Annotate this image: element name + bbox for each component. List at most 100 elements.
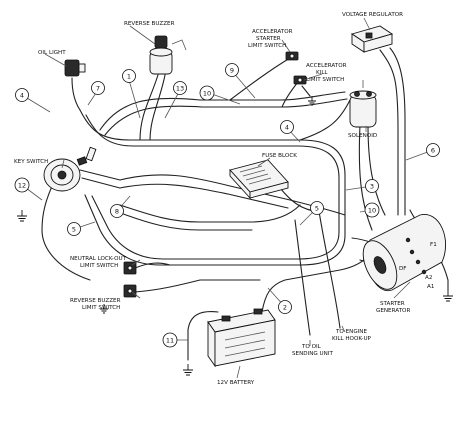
wire-keyswitch-right-2 xyxy=(81,177,121,189)
wire-number-label: 10 xyxy=(368,207,376,215)
wire-number-4b: 4 xyxy=(280,120,294,134)
engine-kill-label-2: KILL HOOK-UP xyxy=(332,336,372,342)
wire-number-label: 1 xyxy=(127,73,131,81)
wire-keyswitch-left xyxy=(41,179,91,281)
wire-accel-kill xyxy=(281,81,299,108)
oil-light-label: OIL LIGHT xyxy=(38,50,66,56)
battery-label: 12V BATTERY xyxy=(217,380,255,386)
wire-accel-starter xyxy=(229,57,291,101)
wire-oil-light xyxy=(71,77,81,111)
starter-generator-label-2: GENERATOR xyxy=(376,308,410,314)
accel-kill-label-1: ACCELERATOR xyxy=(306,63,347,69)
terminal-a2-label: A2 xyxy=(425,275,432,281)
harness-lower-run xyxy=(119,204,301,223)
wire-solenoid-down xyxy=(367,124,386,216)
wire-keyswitch-right xyxy=(79,169,121,181)
wire-number-9: 9 xyxy=(225,63,239,77)
harness-upper-run-2 xyxy=(104,98,348,136)
wire-number-label: 5 xyxy=(72,226,76,234)
wire-number-label: 11 xyxy=(166,337,174,345)
generator-terminal-labels: F1 DF A2 A1 xyxy=(399,242,437,290)
wire-number-4: 4 xyxy=(15,88,29,102)
wire-number-label: 5 xyxy=(315,205,319,213)
wire-number-label: 7 xyxy=(96,85,100,93)
reverse-buzzer-label: REVERSE BUZZER xyxy=(124,21,175,27)
wire-number-label: 6 xyxy=(431,147,435,155)
wire-neutral-switch xyxy=(134,262,171,269)
wire-number-bubbles: 1 13 7 4 9 10 6 3 10 8 12 5 5 2 11 4 xyxy=(14,63,440,348)
wire-number-6: 6 xyxy=(426,143,440,157)
oil-sending-label-2: SENDING UNIT xyxy=(292,351,333,357)
ground-symbols xyxy=(17,96,453,376)
wire-engine-kill xyxy=(317,204,341,329)
wire-number-5: 5 xyxy=(310,201,324,215)
wire-number-label: 3 xyxy=(370,183,374,191)
wire-battery-neg xyxy=(187,311,219,361)
component-labels: REVERSE BUZZER OIL LIGHT VOLTAGE REGULAT… xyxy=(14,12,410,386)
fuse-block-icon xyxy=(229,159,289,200)
wire-number-11: 11 xyxy=(162,332,178,348)
harness-center-cross xyxy=(119,174,346,216)
wire-number-10: 10 xyxy=(199,85,215,101)
terminal-f1-label: F1 xyxy=(430,242,437,248)
engine-kill-label-1: TO ENGINE xyxy=(335,329,367,335)
harness-lower-run-2 xyxy=(117,211,253,231)
ground-icon xyxy=(443,290,453,302)
starter-generator-icon xyxy=(362,214,447,292)
wire-number-3: 3 xyxy=(365,179,379,193)
wire-number-13: 13 xyxy=(173,81,187,95)
wire-reverse-switch xyxy=(134,279,261,293)
neutral-lockout-label-2: LIMIT SWITCH xyxy=(80,263,118,269)
wire-regulator-right xyxy=(379,49,399,216)
wire-number-label: 2 xyxy=(283,304,287,312)
terminal-df-label: DF xyxy=(399,266,407,272)
wire-number-label: 8 xyxy=(115,208,119,216)
wire-regulator-down xyxy=(389,47,406,216)
wire-solenoid-down-2 xyxy=(358,124,373,231)
harness-upper-run xyxy=(99,91,346,131)
reverse-buzzer-switch-label-1: REVERSE BUZZER xyxy=(70,298,121,304)
wire-number-8: 8 xyxy=(110,204,124,218)
voltage-regulator-label: VOLTAGE REGULATOR xyxy=(342,12,403,18)
wire-number-label: 10 xyxy=(203,90,211,98)
fuse-block-label: FUSE BLOCK xyxy=(262,153,297,159)
accel-starter-label-3: LIMIT SWITCH xyxy=(248,43,286,49)
key-switch-label: KEY SWITCH xyxy=(14,159,48,165)
wire-buzzer-drop xyxy=(139,74,159,141)
harness-center-cross-2 xyxy=(119,183,289,209)
wire-number-5b: 5 xyxy=(67,222,81,236)
accel-starter-label-2: STARTER xyxy=(256,36,281,42)
accelerator-kill-switch-icon xyxy=(293,75,307,85)
ground-icon xyxy=(183,364,193,376)
accel-kill-label-2: KILL xyxy=(316,70,328,76)
neutral-lockout-label-1: NEUTRAL LOCK-OUT xyxy=(70,256,127,262)
wire-number-1: 1 xyxy=(122,69,136,83)
reverse-buzzer-icon xyxy=(149,35,187,75)
solenoid-label: SOLENOID xyxy=(348,133,377,139)
solenoid-icon xyxy=(349,80,377,128)
wire-number-label: 12 xyxy=(18,182,26,190)
terminal-a1-label: A1 xyxy=(427,284,435,290)
key-switch-icon xyxy=(43,146,97,192)
wire-number-label: 9 xyxy=(230,67,234,75)
harness-main-loop-2 xyxy=(85,114,340,260)
wire-number-label: 4 xyxy=(20,92,24,100)
accel-kill-label-3: LIMIT SWITCH xyxy=(306,77,344,83)
voltage-regulator-icon xyxy=(350,25,394,53)
wire-number-label: 13 xyxy=(176,85,184,93)
reverse-buzzer-switch-label-2: LIMIT SWITCH xyxy=(82,305,120,311)
accelerator-starter-switch-icon xyxy=(285,51,299,61)
wire-buzzer-drop-2 xyxy=(149,74,166,141)
wire-number-2: 2 xyxy=(278,300,292,314)
ground-icon xyxy=(308,96,316,106)
wire-number-label: 4 xyxy=(285,124,289,132)
oil-sending-label-1: TO OIL xyxy=(301,344,322,350)
battery-icon xyxy=(207,308,276,368)
harness-main-loop xyxy=(79,109,346,266)
oil-light-icon xyxy=(64,59,86,77)
wire-solenoid-left xyxy=(299,99,351,141)
wire-number-12: 12 xyxy=(14,177,30,193)
neutral-lockout-switch-icon xyxy=(123,261,137,275)
